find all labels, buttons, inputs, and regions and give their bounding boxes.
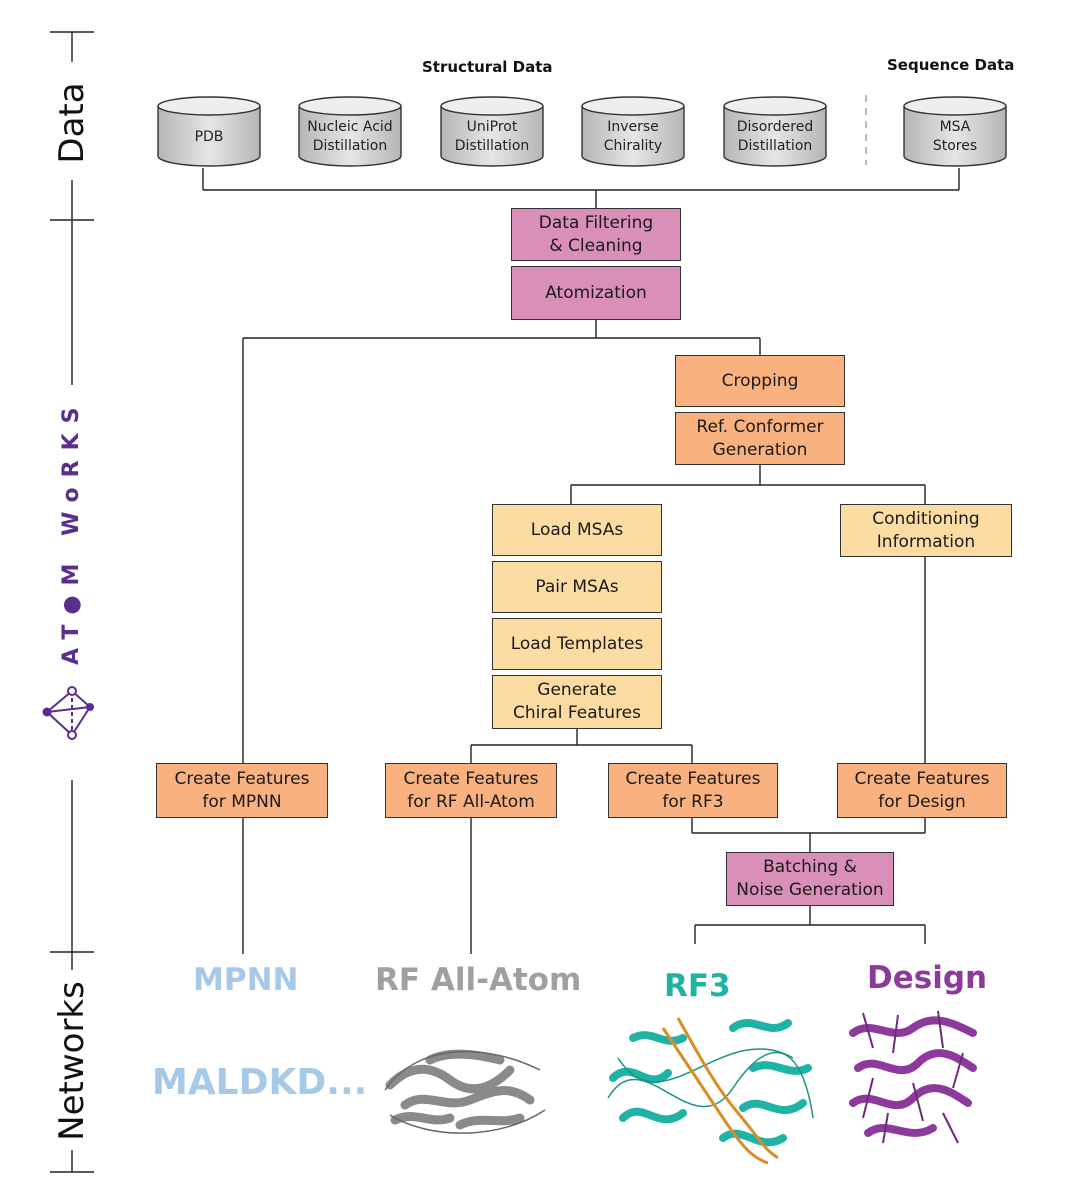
rf3-structure-image (607, 1017, 814, 1165)
sequence-data-header: Sequence Data (887, 56, 1015, 74)
network-rfaa-title: RF All-Atom (375, 962, 582, 998)
step-generate-chiral: Generate Chiral Features (492, 675, 662, 729)
step-ref-conformer: Ref. Conformer Generation (675, 412, 845, 465)
source-uniprot-distillation: UniProt Distillation (440, 96, 544, 167)
network-rf3-title: RF3 (664, 968, 731, 1004)
source-pdb: PDB (157, 96, 261, 167)
step-cropping: Cropping (675, 355, 845, 407)
source-label: PDB (194, 128, 224, 145)
rfaa-structure-image (384, 1049, 546, 1134)
source-msa-stores: MSA Stores (903, 96, 1007, 167)
network-design-title: Design (867, 960, 988, 996)
structural-data-header: Structural Data (422, 58, 553, 76)
step-features-rf3: Create Features for RF3 (608, 763, 778, 818)
source-label: Inverse Chirality (603, 119, 663, 154)
source-inverse-chirality: Inverse Chirality (581, 96, 685, 167)
network-mpnn-sequence: MALDKD... (152, 1062, 368, 1103)
source-nucleic-acid-distillation: Nucleic Acid Distillation (298, 96, 402, 167)
source-label: UniProt Distillation (454, 119, 530, 154)
axis-label-data: Data (52, 82, 92, 164)
step-features-mpnn: Create Features for MPNN (156, 763, 328, 818)
step-atomization: Atomization (511, 266, 681, 320)
source-label: Nucleic Acid Distillation (307, 119, 393, 154)
axis-label-networks: Networks (52, 981, 92, 1141)
step-load-templates: Load Templates (492, 618, 662, 670)
step-conditioning: Conditioning Information (840, 504, 1012, 557)
atomworks-brand-text: AT●M WoRKS (59, 397, 84, 665)
step-batching: Batching & Noise Generation (726, 852, 894, 906)
source-label: MSA Stores (932, 119, 978, 154)
atomworks-logo-icon (42, 686, 94, 740)
source-label: Disordered Distillation (736, 119, 814, 154)
network-mpnn-title: MPNN (193, 962, 299, 998)
step-load-msas: Load MSAs (492, 504, 662, 556)
design-structure-image (849, 1010, 977, 1144)
source-disordered-distillation: Disordered Distillation (723, 96, 827, 167)
step-features-rfaa: Create Features for RF All-Atom (385, 763, 557, 818)
step-data-filtering: Data Filtering & Cleaning (511, 208, 681, 261)
step-pair-msas: Pair MSAs (492, 561, 662, 613)
step-features-design: Create Features for Design (837, 763, 1007, 818)
